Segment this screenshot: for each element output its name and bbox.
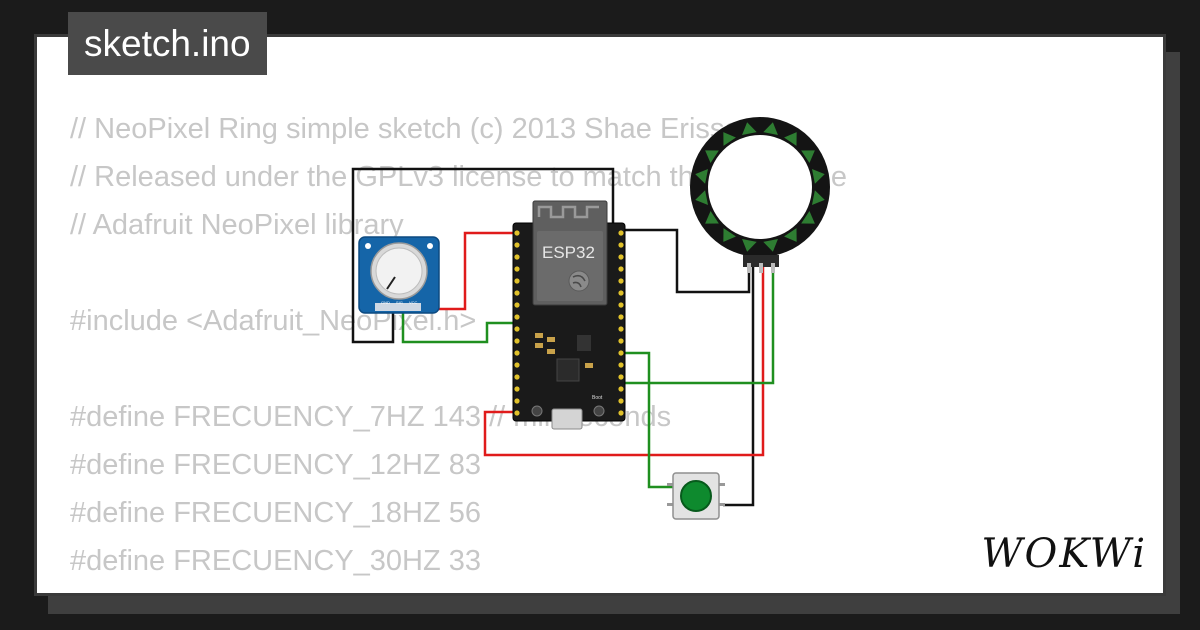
reset-button[interactable] <box>531 405 543 417</box>
wire-black-ring-button <box>723 265 755 507</box>
espressif-logo-mark <box>572 274 586 288</box>
smd-component <box>547 349 555 354</box>
wire-red-board-ring <box>483 265 765 457</box>
esp32-label: ESP32 <box>542 243 595 262</box>
neopixel-led <box>705 150 719 163</box>
neopixel-led <box>742 122 757 136</box>
potentiometer-pin-label-sig: SIG <box>396 300 403 305</box>
neopixel-led <box>801 211 815 224</box>
potentiometer-pin-strip <box>375 303 421 311</box>
neopixel-led <box>695 169 709 184</box>
neopixel-connector <box>743 255 779 267</box>
wire-green-board-button <box>621 351 673 489</box>
filename-tab[interactable]: sketch.ino <box>68 12 267 75</box>
neopixel-led <box>801 150 815 163</box>
code-line: #define FRECUENCY_30HZ 33 <box>70 545 482 577</box>
smd-component <box>535 343 543 348</box>
voltage-regulator <box>577 335 591 351</box>
neopixel-pixels <box>695 122 825 252</box>
smd-component <box>585 363 593 368</box>
wire-green-pot-sig <box>401 309 517 344</box>
boot-button[interactable] <box>593 405 605 417</box>
chip-usb-uart <box>556 358 580 382</box>
neopixel-led <box>811 169 825 184</box>
neopixel-led <box>723 228 736 242</box>
code-line: // NeoPixel Ring simple sketch (c) 2013 … <box>70 113 757 145</box>
esp32-right-pins <box>618 230 624 416</box>
boot-label: Boot <box>592 395 603 401</box>
usb-port <box>551 408 583 430</box>
neopixel-pin <box>747 263 751 273</box>
pushbutton[interactable] <box>667 472 725 520</box>
pushbutton-lead <box>717 483 725 486</box>
esp32-module-can <box>537 231 603 301</box>
neopixel-led <box>763 122 778 136</box>
wire-black-board-ring <box>621 228 751 294</box>
neopixel-pin <box>771 263 775 273</box>
pushbutton-cap[interactable] <box>680 480 712 512</box>
neopixel-led <box>742 238 757 252</box>
potentiometer-knob-indicator <box>386 276 396 290</box>
neopixel-led <box>705 211 719 224</box>
espressif-logo-icon <box>568 270 590 292</box>
wire-green-board-ring <box>621 265 775 385</box>
neopixel-led <box>811 190 825 205</box>
potentiometer-pin-label-vcc: VCC <box>409 300 418 305</box>
smd-component <box>535 333 543 338</box>
neopixel-led <box>763 238 778 252</box>
smd-component <box>547 337 555 342</box>
pushbutton-lead <box>667 503 675 506</box>
potentiometer-knob[interactable] <box>375 247 423 295</box>
neopixel-ring-inner <box>708 135 812 239</box>
neopixel-pin <box>759 263 763 273</box>
neopixel-led <box>784 132 797 146</box>
potentiometer[interactable]: GND SIG VCC <box>358 236 440 314</box>
neopixel-led <box>784 228 797 242</box>
neopixel-ring[interactable] <box>690 117 830 273</box>
circuit-diagram: GND SIG VCC ESP32 <box>351 117 830 520</box>
code-line: #define FRECUENCY_18HZ 56 <box>70 497 482 529</box>
pushbutton-lead <box>717 503 725 506</box>
pushbutton-lead <box>667 483 675 486</box>
code-line: // Adafruit NeoPixel library <box>70 209 404 241</box>
project-card[interactable]: // NeoPixel Ring simple sketch (c) 2013 … <box>34 34 1166 596</box>
code-preview: // NeoPixel Ring simple sketch (c) 2013 … <box>70 105 847 585</box>
potentiometer-pin-label-gnd: GND <box>381 300 390 305</box>
esp32-antenna-trace <box>537 205 599 219</box>
potentiometer-mount-hole <box>427 243 433 249</box>
wokwi-logo: WOKWi <box>981 531 1147 577</box>
code-line: #define FRECUENCY_12HZ 83 <box>70 449 482 481</box>
neopixel-led <box>695 190 709 205</box>
potentiometer-mount-hole <box>365 243 371 249</box>
esp32-board[interactable]: ESP32 Boot <box>512 200 626 430</box>
esp32-left-pins <box>514 230 520 416</box>
neopixel-led <box>723 132 736 146</box>
